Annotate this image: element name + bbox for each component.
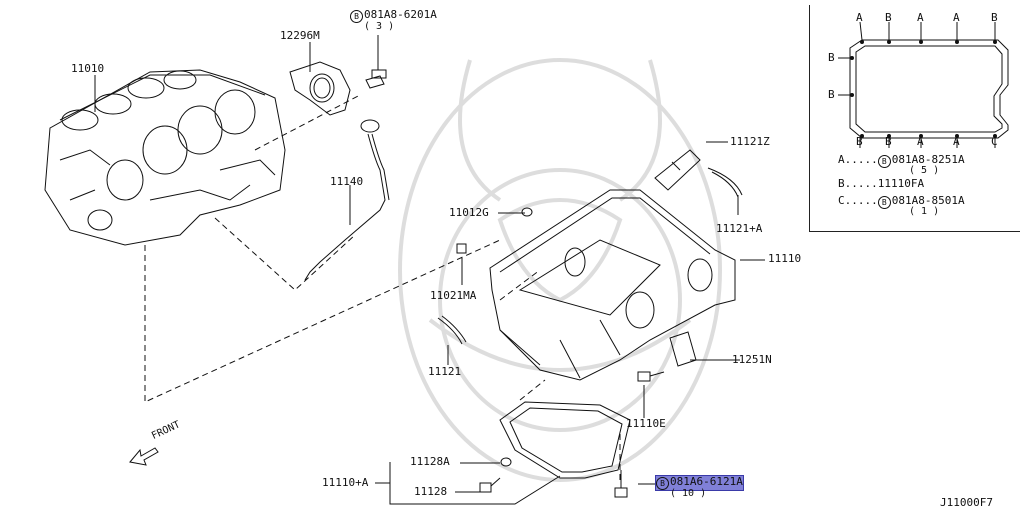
- circled-b-icon: B: [877, 155, 891, 168]
- label-drain-washer[interactable]: 11128A: [410, 455, 450, 468]
- gasket-right-drawing: [707, 167, 743, 198]
- cover-plate-drawing: [669, 331, 697, 367]
- inset-bottom-letter: B: [856, 135, 863, 148]
- cap-drawing: [456, 243, 467, 254]
- circled-b-icon: B: [656, 477, 669, 490]
- cylinder-block-drawing: [44, 69, 286, 246]
- label-bolt-side[interactable]: 11110E: [626, 417, 666, 430]
- label-gasket-left[interactable]: 11121: [428, 365, 462, 378]
- baffle-plate-drawing: [654, 149, 701, 191]
- inset-legend-qty-c: ( 1 ): [909, 206, 940, 217]
- inset-top-letter: A: [917, 11, 924, 24]
- inset-top-letter: A: [953, 11, 960, 24]
- label-bolt-bottom-qty: ( 10 ): [670, 488, 707, 499]
- inset-top-letter: A: [856, 11, 863, 24]
- label-bolt-top-qty: ( 3 ): [364, 21, 395, 32]
- oil-seal-retainer-drawing: [289, 61, 351, 116]
- bolt-top-drawing: [365, 69, 387, 89]
- label-baffle[interactable]: 11121Z: [730, 135, 770, 148]
- label-oil-pan[interactable]: 11110: [768, 252, 802, 265]
- inset-gasket-outline: [838, 21, 1009, 148]
- dipstick-drawing: [304, 119, 390, 281]
- bolt-bottom-drawing: [614, 470, 628, 498]
- legend-dots: .....: [844, 177, 878, 190]
- legend-dots: .....: [844, 153, 878, 166]
- gasket-left-drawing: [437, 315, 467, 345]
- inset-bottom-letter: A: [917, 135, 924, 148]
- label-cylinder-block[interactable]: 11010: [71, 62, 105, 75]
- label-cover-plate[interactable]: 11251N: [732, 353, 772, 366]
- label-gasket-right[interactable]: 11121+A: [716, 222, 763, 235]
- bolt-bottom-ref: 081A6-6121A: [670, 475, 743, 488]
- label-lower-oil-pan[interactable]: 11110+A: [322, 476, 369, 489]
- circled-b-icon: B: [350, 10, 363, 23]
- leader-lines: [94, 35, 765, 505]
- watermark-emblem: [398, 58, 722, 482]
- diagram-code: J11000F7: [940, 496, 993, 509]
- legend-ref: 11110FA: [877, 177, 925, 190]
- inset-side-letter: B: [828, 51, 835, 64]
- inset-bottom-letter: C: [991, 135, 998, 148]
- label-drain-plug[interactable]: 11128: [414, 485, 448, 498]
- label-oil-seal-retainer[interactable]: 12296M: [280, 29, 320, 42]
- oil-pan-lower-drawing: [499, 401, 631, 479]
- bolt-side-drawing: [637, 371, 665, 382]
- legend-dots: .....: [844, 194, 878, 207]
- inset-top-letter: B: [991, 11, 998, 24]
- label-dipstick[interactable]: 11140: [330, 175, 364, 188]
- label-plug[interactable]: 11012G: [449, 206, 489, 219]
- legend-ref: 081A8-8501A: [891, 194, 965, 207]
- oil-pan-upper-drawing: [489, 189, 736, 381]
- dashed-guide-lines: [144, 94, 621, 480]
- drain-plug-drawing: [479, 477, 501, 493]
- plug-drawing: [521, 207, 533, 217]
- front-arrow-icon: [129, 447, 159, 466]
- legend-ref: 081A8-8251A: [891, 153, 965, 166]
- inset-side-letter: B: [828, 88, 835, 101]
- drain-washer-drawing: [500, 457, 512, 467]
- legend-key: A: [838, 153, 845, 166]
- label-cap[interactable]: 11021MA: [430, 289, 477, 302]
- inset-panel: [809, 5, 1020, 232]
- inset-bottom-letter: B: [885, 135, 892, 148]
- inset-bottom-letter: A: [953, 135, 960, 148]
- inset-legend-qty-a: ( 5 ): [909, 165, 940, 176]
- inset-legend-row-b[interactable]: B.....11110FA: [838, 178, 924, 190]
- circled-b-icon: B: [877, 196, 891, 209]
- legend-key: B: [838, 177, 845, 190]
- bolt-top-ref: 081A8-6201A: [364, 8, 437, 21]
- legend-key: C: [838, 194, 845, 207]
- inset-top-letter: B: [885, 11, 892, 24]
